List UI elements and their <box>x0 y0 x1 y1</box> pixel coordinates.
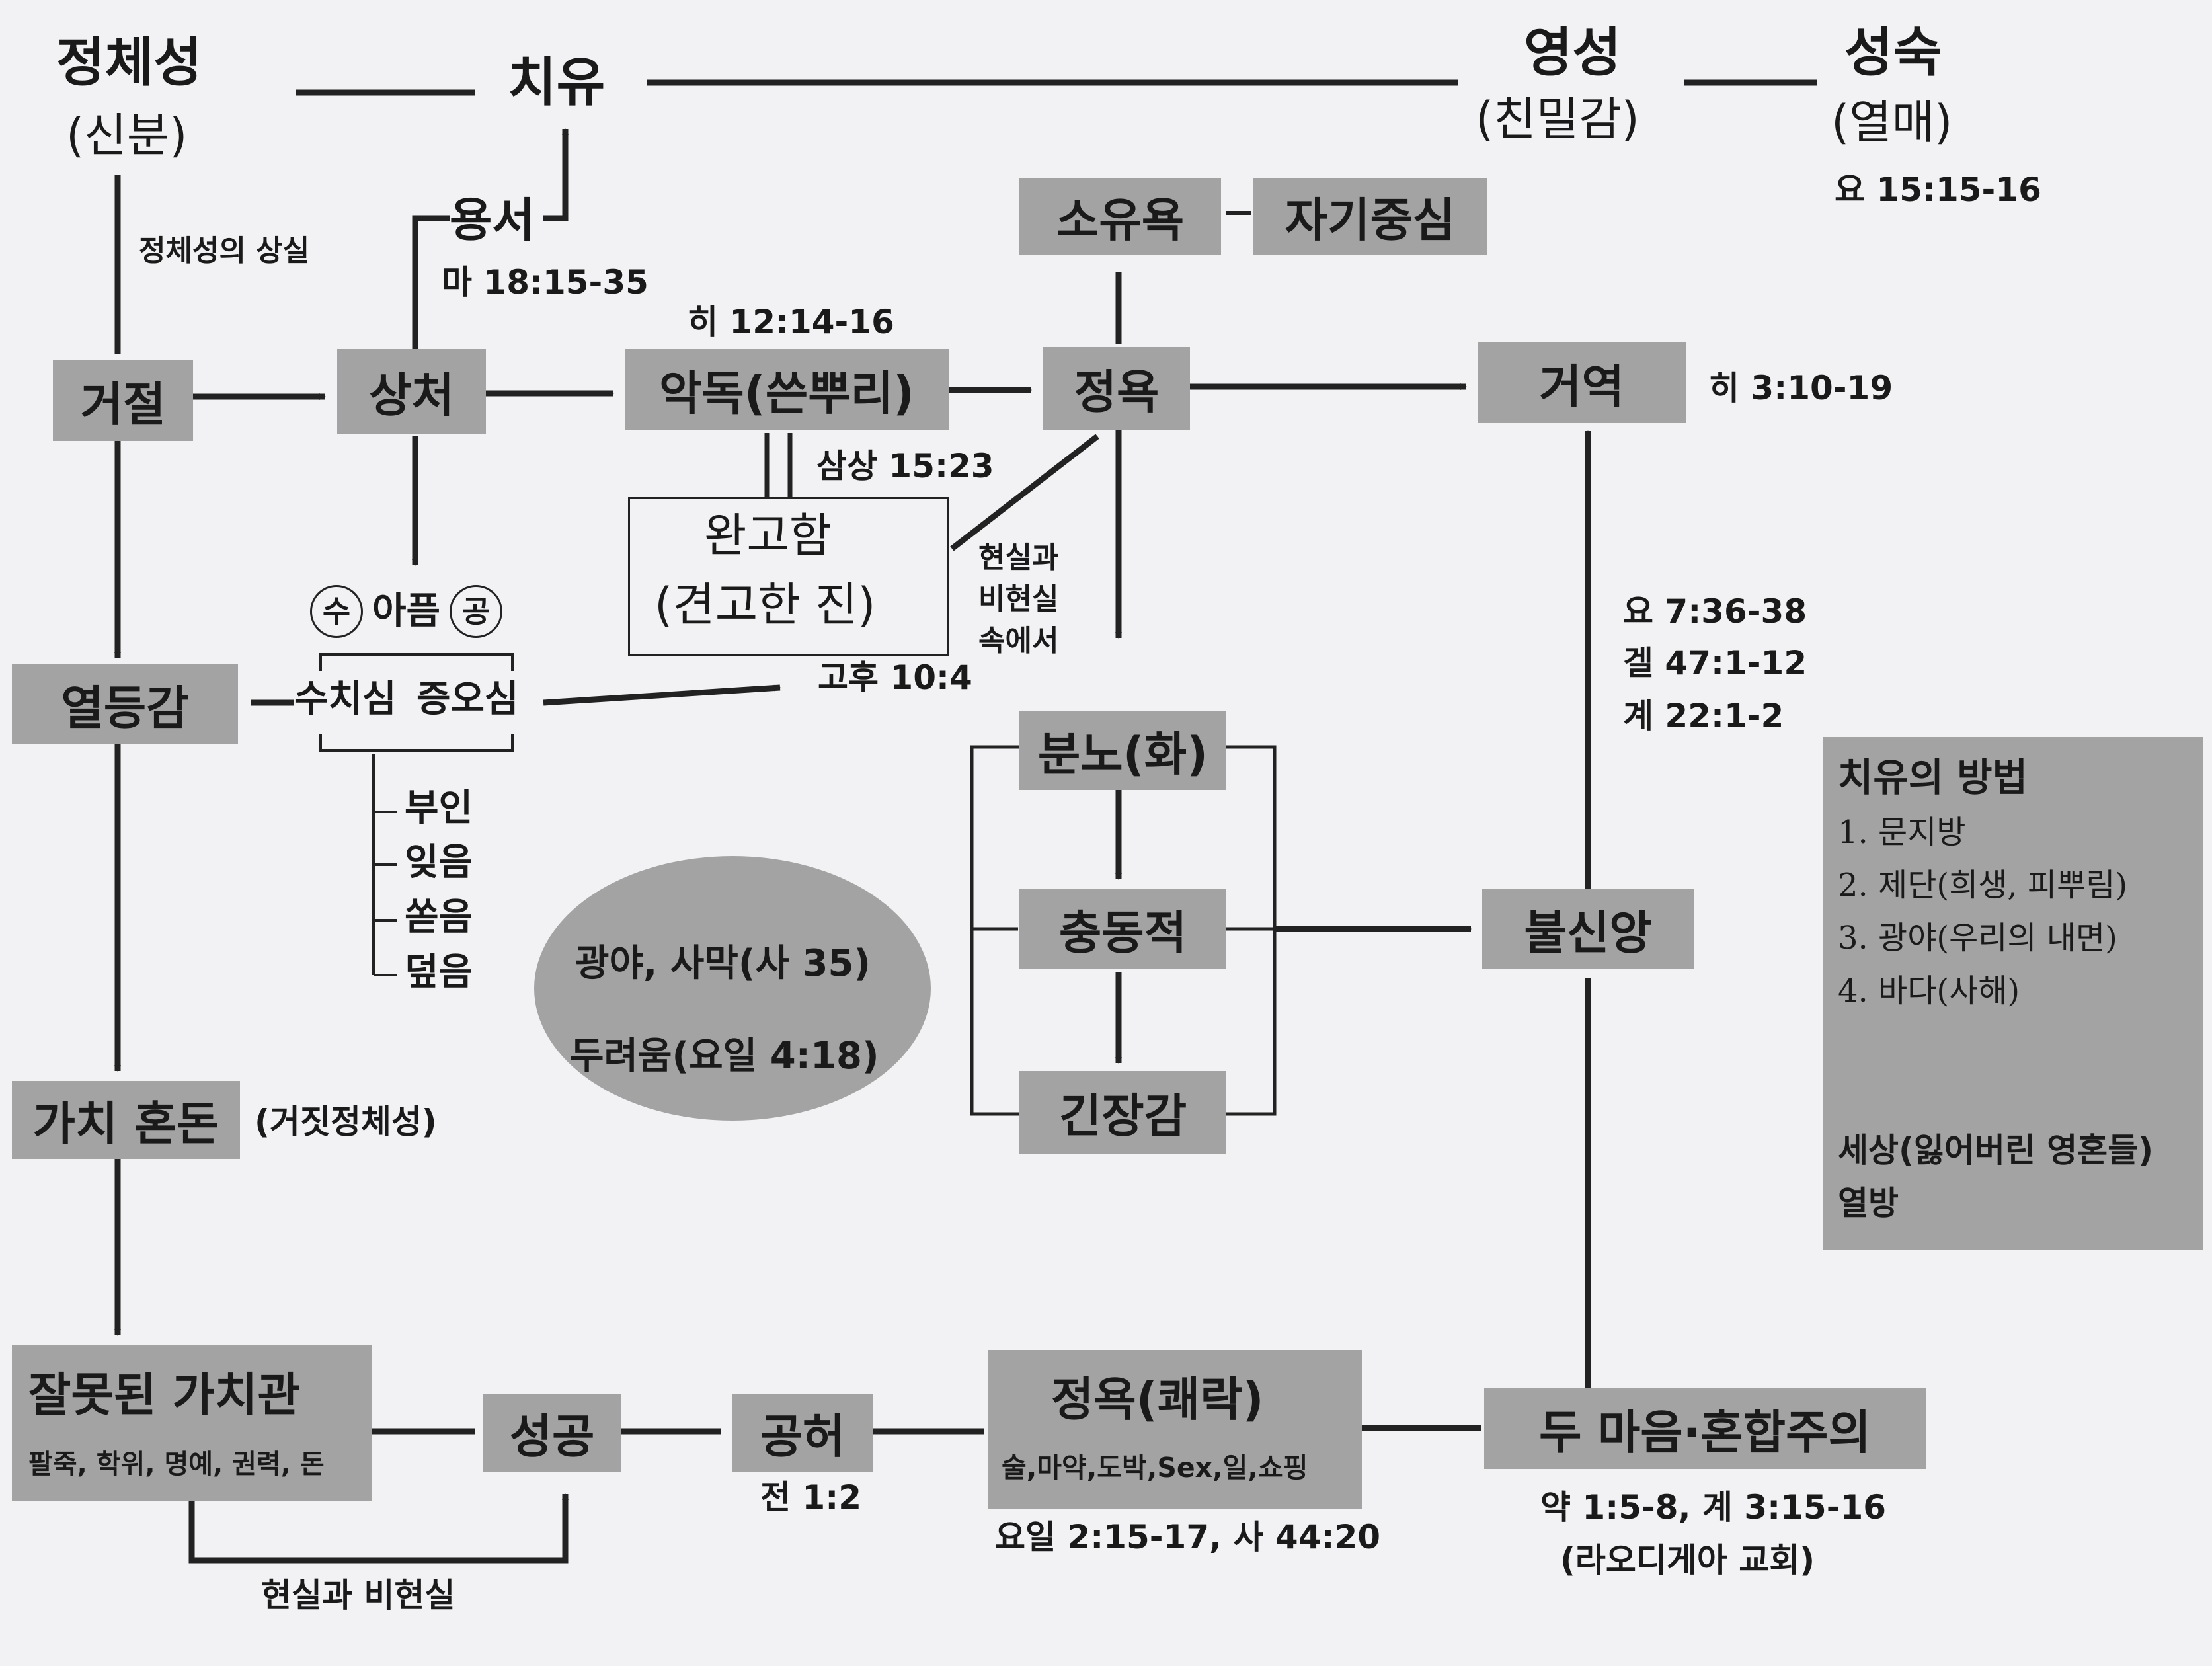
wilderness-text: 광야, 사막(사 35) <box>575 942 871 985</box>
method-item: 2. 제단(희생, 피뿌림) <box>1838 867 2128 904</box>
reality-unreality-label: 현실과 비현실 <box>261 1576 455 1614</box>
response-item: 덮음 <box>405 951 473 994</box>
healing-title: 치유 <box>508 52 606 113</box>
selfcentered-box: 자기중심 <box>1253 178 1487 255</box>
rebellion-box: 거역 <box>1478 342 1686 423</box>
identity-title: 정체성 <box>56 32 202 93</box>
emptiness-box: 공허 <box>732 1394 873 1472</box>
heb12-ref: 히 12:14-16 <box>688 303 894 341</box>
john7-ref: 요 7:36-38 <box>1623 592 1807 631</box>
wrong-values-detail: 팔죽, 학위, 명예, 권력, 돈 <box>28 1449 325 1480</box>
sam15-ref: 삼상 15:23 <box>816 447 994 485</box>
identity-sub: (신분) <box>66 108 188 163</box>
pain-label: 아픔 <box>372 590 441 633</box>
hatred-label: 증오심 <box>416 678 519 721</box>
lust-refs: 요일 2:15-17, 사 44:20 <box>995 1518 1381 1556</box>
wrong-values-box: 잘못된 가치관 팔죽, 학위, 명예, 권력, 돈 <box>12 1345 372 1501</box>
reality-label-a: 현실과 <box>978 541 1059 575</box>
tension-box: 긴장감 <box>1019 1071 1226 1154</box>
healing-methods-box: 치유의 방법 1. 문지방 2. 제단(희생, 피뿌림) 3. 광야(우리의 내… <box>1823 737 2203 1250</box>
method-item: 4. 바다(사해) <box>1838 972 2020 1010</box>
lust-pleasure-title: 정욕(쾌락) <box>1051 1372 1264 1427</box>
wrong-values-title: 잘못된 가치관 <box>28 1368 300 1422</box>
forgiveness-label: 용서 <box>450 193 535 247</box>
response-item: 부인 <box>405 787 473 830</box>
spirituality-sub: (친밀감) <box>1476 92 1639 146</box>
response-item: 잊음 <box>405 841 473 884</box>
success-box: 성공 <box>483 1394 621 1472</box>
circle-su: 수 <box>310 585 363 638</box>
maturity-ref: 요 15:15-16 <box>1835 171 2041 209</box>
lust-detail: 술,마약,도박,Sex,일,쇼핑 <box>1002 1452 1308 1484</box>
pain-row: 수 아픔 공 <box>301 585 512 638</box>
spirituality-title: 영성 <box>1524 22 1622 83</box>
methods-result1: 세상(잃어버린 영혼들) <box>1838 1131 2154 1170</box>
hurt-box: 상처 <box>337 349 486 434</box>
impulsive-box: 충동적 <box>1019 889 1226 969</box>
circle-gong: 공 <box>450 585 503 638</box>
anger-box: 분노(화) <box>1019 711 1226 790</box>
maturity-sub: (열매) <box>1831 95 1953 149</box>
rev22-ref: 계 22:1-2 <box>1623 697 1784 735</box>
wilderness-ellipse <box>534 856 931 1121</box>
double-refs: 약 1:5-8, 계 3:15-16 <box>1540 1488 1887 1527</box>
double-mind-box: 두 마음·혼합주의 <box>1484 1388 1926 1469</box>
poison-box: 악독(쓴뿌리) <box>625 349 949 430</box>
methods-result2: 열방 <box>1838 1184 1899 1222</box>
maturity-title: 성숙 <box>1844 22 1942 83</box>
reality-label-c: 속에서 <box>978 624 1059 658</box>
eccl1-ref: 전 1:2 <box>760 1478 861 1517</box>
methods-title: 치유의 방법 <box>1838 755 2028 800</box>
lust-box: 정욕 <box>1043 347 1190 430</box>
heb3-ref: 히 3:10-19 <box>1709 369 1893 407</box>
stubborn-box <box>628 497 949 656</box>
reality-label-b: 비현실 <box>978 582 1059 616</box>
cor10-ref: 고후 10:4 <box>818 658 972 697</box>
lust-pleasure-box: 정욕(쾌락) 술,마약,도박,Sex,일,쇼핑 <box>988 1350 1362 1509</box>
inferiority-box: 열등감 <box>12 664 238 744</box>
method-item: 3. 광야(우리의 내면) <box>1838 920 2117 957</box>
method-item: 1. 문지방 <box>1838 814 1966 851</box>
laodicea-label: (라오디게아 교회) <box>1560 1541 1815 1579</box>
false-identity-label: (거짓정체성) <box>255 1103 437 1141</box>
fear-text: 두려움(요일 4:18) <box>570 1035 879 1078</box>
possessiveness-box: 소유욕 <box>1019 178 1221 255</box>
value-confusion-box: 가치 혼돈 <box>12 1081 240 1159</box>
loss-of-identity-label: 정체성의 상실 <box>139 234 310 268</box>
stubborn-title: 완고함 <box>704 508 832 563</box>
shame-bracket <box>319 653 514 671</box>
rejection-box: 거절 <box>53 360 193 441</box>
forgiveness-ref: 마 18:15-35 <box>442 263 649 301</box>
shame-label: 수치심 <box>294 678 397 721</box>
stubborn-sub: (견고한 진) <box>654 578 876 632</box>
unbelief-box: 불신앙 <box>1482 889 1694 969</box>
response-item: 쏟음 <box>405 896 473 939</box>
ezek47-ref: 겔 47:1-12 <box>1623 644 1807 682</box>
